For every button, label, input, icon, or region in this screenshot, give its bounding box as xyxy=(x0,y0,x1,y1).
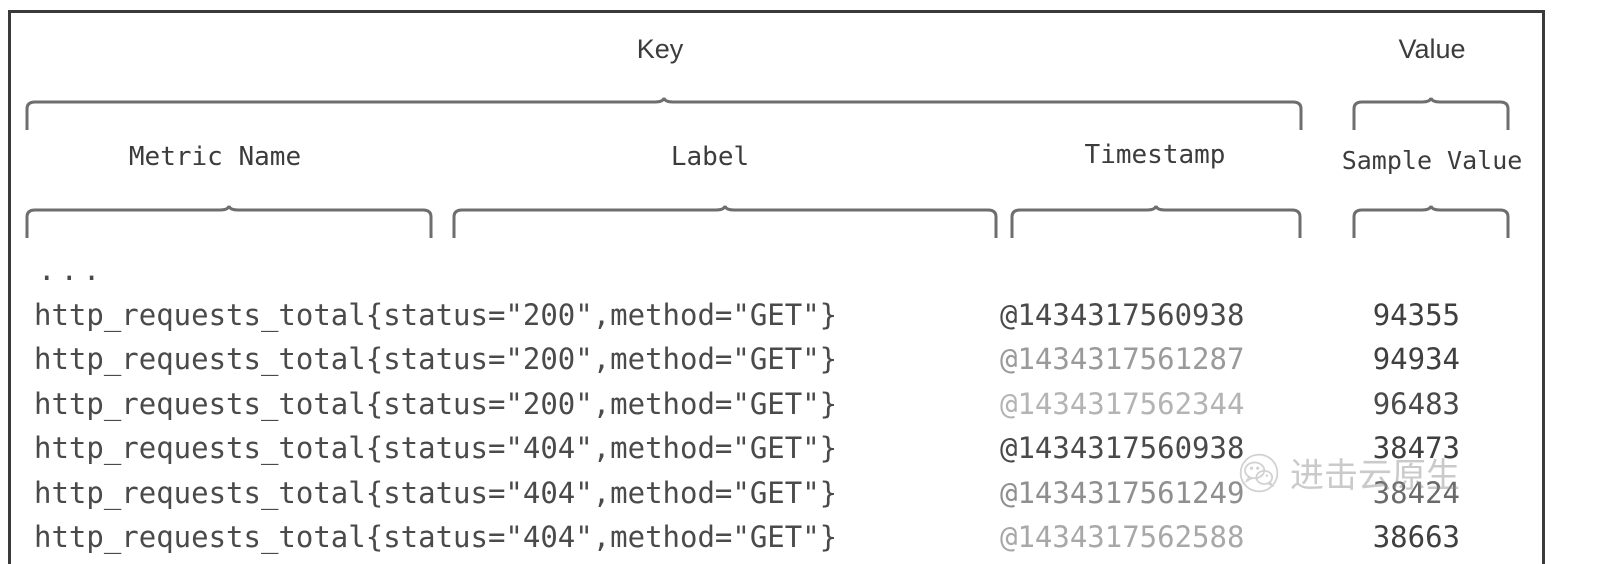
series-text: http_requests_total{status="200",method=… xyxy=(34,386,838,421)
column-label-timestamp: Timestamp xyxy=(1084,140,1226,170)
table-row: http_requests_total{status="200",method=… xyxy=(0,293,1537,338)
timestamp-text: @1434317560938 xyxy=(1000,297,1245,332)
table-row: http_requests_total{status="200",method=… xyxy=(0,337,1537,382)
series-text: http_requests_total{status="404",method=… xyxy=(34,475,838,510)
timestamp-text: @1434317562344 xyxy=(1000,386,1245,421)
table-row: http_requests_total{status="404",method=… xyxy=(0,471,1537,516)
table-row: http_requests_total{status="200",method=… xyxy=(0,382,1537,427)
list-item-ellipsis: ... xyxy=(0,248,1537,293)
series-text: http_requests_total{status="200",method=… xyxy=(34,342,838,376)
brace-timestamp xyxy=(1010,205,1302,239)
column-label-sample-value: Sample Value xyxy=(1341,146,1523,175)
ellipsis-marker: ... xyxy=(38,253,106,287)
timestamp-text: @1434317561287 xyxy=(1000,342,1245,376)
sample-value-text: 38663 xyxy=(1372,520,1460,554)
brace-value xyxy=(1352,97,1510,131)
series-text: http_requests_total{status="200",method=… xyxy=(34,297,838,332)
timestamp-text: @1434317561249 xyxy=(1000,475,1245,510)
brace-metric-name xyxy=(25,205,433,239)
timestamp-text: @1434317562588 xyxy=(1000,520,1245,554)
table-row: http_requests_total{status="404",method=… xyxy=(0,515,1537,560)
sample-value-text: 38424 xyxy=(1372,475,1460,510)
sample-value-text: 96483 xyxy=(1372,386,1460,421)
column-label-label: Label xyxy=(670,142,750,172)
top-label-key: Key xyxy=(636,34,684,64)
column-label-metric-name: Metric Name xyxy=(128,142,302,172)
sample-list: ... http_requests_total{status="200",met… xyxy=(0,248,1537,560)
sample-value-text: 94934 xyxy=(1372,342,1460,376)
brace-key xyxy=(25,97,1303,131)
table-row: http_requests_total{status="404",method=… xyxy=(0,426,1537,471)
top-label-value: Value xyxy=(1398,34,1466,64)
sample-value-text: 94355 xyxy=(1372,297,1460,332)
timestamp-text: @1434317560938 xyxy=(1000,431,1245,465)
brace-sample-value xyxy=(1352,205,1510,239)
series-text: http_requests_total{status="404",method=… xyxy=(34,431,838,465)
brace-label xyxy=(452,205,998,239)
series-text: http_requests_total{status="404",method=… xyxy=(34,520,838,554)
sample-value-text: 38473 xyxy=(1372,431,1460,465)
